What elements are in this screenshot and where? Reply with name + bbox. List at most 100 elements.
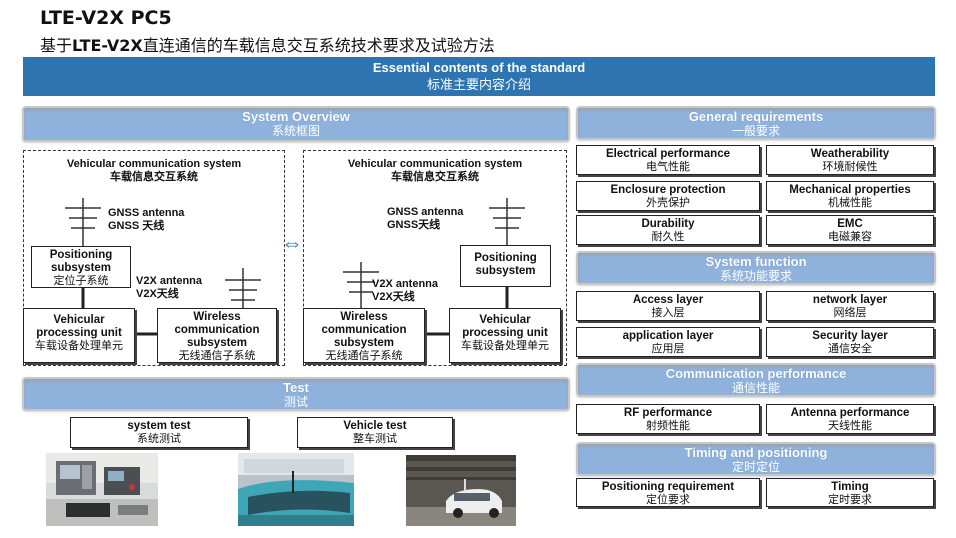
func-access-zh: 接入层 bbox=[651, 307, 685, 319]
req-mechanical: Mechanical properties 机械性能 bbox=[766, 181, 934, 211]
right-positioning-box: Positioning subsystem bbox=[460, 245, 551, 287]
timing-positioning-header: Timing and positioning 定时定位 bbox=[576, 442, 936, 476]
system-overview-en: System Overview bbox=[242, 109, 350, 124]
left-vpu-box: Vehicular processing unit 车载设备处理单元 bbox=[23, 308, 135, 363]
subtitle-bold: LTE-V2X bbox=[72, 36, 143, 55]
left-system-title: Vehicular communication system 车载信息交互系统 bbox=[23, 158, 285, 184]
timing-timing-requirement: Timing 定时要求 bbox=[766, 478, 934, 507]
page-subtitle: 基于LTE-V2X直连通信的车载信息交互系统技术要求及试验方法 bbox=[40, 32, 495, 56]
req-electrical-zh: 电气性能 bbox=[646, 161, 690, 173]
system-overview-zh: 系统框图 bbox=[271, 124, 320, 138]
req-durability-en: Durability bbox=[641, 218, 695, 230]
func-network-layer: network layer 网络层 bbox=[766, 291, 934, 321]
req-emc-en: EMC bbox=[837, 218, 863, 230]
right-pos-en: Positioning subsystem bbox=[474, 252, 537, 277]
right-vpu-en: Vehicular processing unit bbox=[462, 314, 548, 339]
func-network-en: network layer bbox=[812, 294, 888, 306]
test-en: Test bbox=[283, 380, 309, 395]
left-gnss-zh: GNSS 天线 bbox=[108, 220, 165, 232]
right-gnss-zh: GNSS天线 bbox=[387, 219, 441, 231]
left-v2x-label: V2X antenna V2X天线 bbox=[136, 275, 202, 301]
anechoic-chamber-photo bbox=[406, 455, 516, 526]
right-wcs-zh: 无线通信子系统 bbox=[325, 350, 403, 362]
func-security-en: Security layer bbox=[812, 330, 888, 342]
banner-zh: 标准主要内容介绍 bbox=[426, 77, 531, 92]
req-weatherability: Weatherability 环境耐候性 bbox=[766, 145, 934, 175]
func-security-zh: 通信安全 bbox=[828, 343, 872, 355]
right-gnss-en: GNSS antenna bbox=[387, 206, 464, 218]
left-vpu-en: Vehicular processing unit bbox=[36, 314, 122, 339]
general-en: General requirements bbox=[688, 109, 824, 124]
system-test-zh: 系统测试 bbox=[137, 433, 181, 445]
req-mechanical-en: Mechanical properties bbox=[789, 184, 911, 196]
req-weatherability-zh: 环境耐候性 bbox=[822, 161, 878, 173]
banner-en: Essential contents of the standard bbox=[372, 60, 586, 75]
right-vpu-box: Vehicular processing unit 车载设备处理单元 bbox=[449, 308, 561, 363]
lab-equipment-photo bbox=[46, 453, 158, 526]
vehicle-test-zh: 整车测试 bbox=[353, 433, 397, 445]
left-wcs-en: Wireless communication subsystem bbox=[174, 311, 260, 349]
system-overview-header: System Overview 系统框图 bbox=[22, 106, 570, 142]
right-system-diagram bbox=[303, 150, 567, 366]
page-title: LTE-V2X PC5 bbox=[40, 7, 172, 29]
general-requirements-header: General requirements 一般要求 bbox=[576, 106, 936, 140]
timing-timing-zh: 定时要求 bbox=[828, 494, 872, 506]
function-en: System function bbox=[705, 254, 807, 269]
general-zh: 一般要求 bbox=[731, 124, 780, 138]
right-diagram-lines bbox=[343, 198, 525, 336]
vehicle-roof-photo bbox=[238, 453, 354, 526]
comm-rf-en: RF performance bbox=[623, 407, 713, 419]
subtitle-suffix: 直连通信的车载信息交互系统技术要求及试验方法 bbox=[142, 36, 495, 55]
left-gnss-label: GNSS antenna GNSS 天线 bbox=[108, 207, 184, 233]
func-application-zh: 应用层 bbox=[651, 343, 685, 355]
right-title-zh: 车载信息交互系统 bbox=[391, 171, 479, 183]
req-electrical: Electrical performance 电气性能 bbox=[576, 145, 760, 175]
left-gnss-en: GNSS antenna bbox=[108, 207, 185, 219]
req-durability: Durability 耐久性 bbox=[576, 215, 760, 245]
right-system-title: Vehicular communication system 车载信息交互系统 bbox=[303, 158, 567, 184]
left-diagram-lines bbox=[65, 198, 261, 336]
comm-zh: 通信性能 bbox=[731, 381, 780, 395]
function-zh: 系统功能要求 bbox=[719, 269, 792, 283]
vehicle-test-box: Vehicle test 整车测试 bbox=[297, 417, 453, 448]
double-arrow-icon: ⇔ bbox=[281, 230, 303, 255]
test-zh: 测试 bbox=[283, 395, 308, 409]
timing-zh: 定时定位 bbox=[731, 460, 780, 474]
timing-en: Timing and positioning bbox=[684, 445, 828, 460]
req-durability-zh: 耐久性 bbox=[651, 231, 685, 243]
communication-performance-header: Communication performance 通信性能 bbox=[576, 363, 936, 397]
req-enclosure-zh: 外壳保护 bbox=[646, 197, 690, 209]
timing-pos-en: Positioning requirement bbox=[601, 481, 735, 493]
right-wcs-box: Wireless communication subsystem 无线通信子系统 bbox=[303, 308, 425, 363]
right-title-en: Vehicular communication system bbox=[347, 158, 523, 170]
comm-antenna-en: Antenna performance bbox=[790, 407, 910, 419]
func-access-en: Access layer bbox=[632, 294, 704, 306]
func-application-layer: application layer 应用层 bbox=[576, 327, 760, 357]
req-enclosure-en: Enclosure protection bbox=[610, 184, 726, 196]
req-electrical-en: Electrical performance bbox=[605, 148, 730, 160]
left-title-zh: 车载信息交互系统 bbox=[110, 171, 198, 183]
right-v2x-en: V2X antenna bbox=[372, 278, 439, 290]
comm-antenna-performance: Antenna performance 天线性能 bbox=[766, 404, 934, 434]
req-emc: EMC 电磁兼容 bbox=[766, 215, 934, 245]
test-header: Test 测试 bbox=[22, 377, 570, 411]
left-v2x-zh: V2X天线 bbox=[136, 288, 179, 300]
timing-timing-en: Timing bbox=[831, 481, 869, 493]
func-access-layer: Access layer 接入层 bbox=[576, 291, 760, 321]
system-test-box: system test 系统测试 bbox=[70, 417, 248, 448]
req-mechanical-zh: 机械性能 bbox=[828, 197, 872, 209]
right-vpu-zh: 车载设备处理单元 bbox=[461, 340, 549, 352]
left-title-en: Vehicular communication system bbox=[66, 158, 242, 170]
comm-antenna-zh: 天线性能 bbox=[828, 420, 872, 432]
vehicle-test-en: Vehicle test bbox=[343, 420, 407, 432]
left-vpu-zh: 车载设备处理单元 bbox=[35, 340, 123, 352]
left-pos-zh: 定位子系统 bbox=[53, 275, 109, 287]
right-v2x-zh: V2X天线 bbox=[372, 291, 415, 303]
right-gnss-label: GNSS antenna GNSS天线 bbox=[387, 206, 463, 232]
right-v2x-label: V2X antenna V2X天线 bbox=[372, 278, 438, 304]
func-application-en: application layer bbox=[622, 330, 714, 342]
func-security-layer: Security layer 通信安全 bbox=[766, 327, 934, 357]
standard-banner: Essential contents of the standard 标准主要内… bbox=[23, 57, 935, 96]
func-network-zh: 网络层 bbox=[833, 307, 867, 319]
comm-rf-zh: 射频性能 bbox=[646, 420, 690, 432]
